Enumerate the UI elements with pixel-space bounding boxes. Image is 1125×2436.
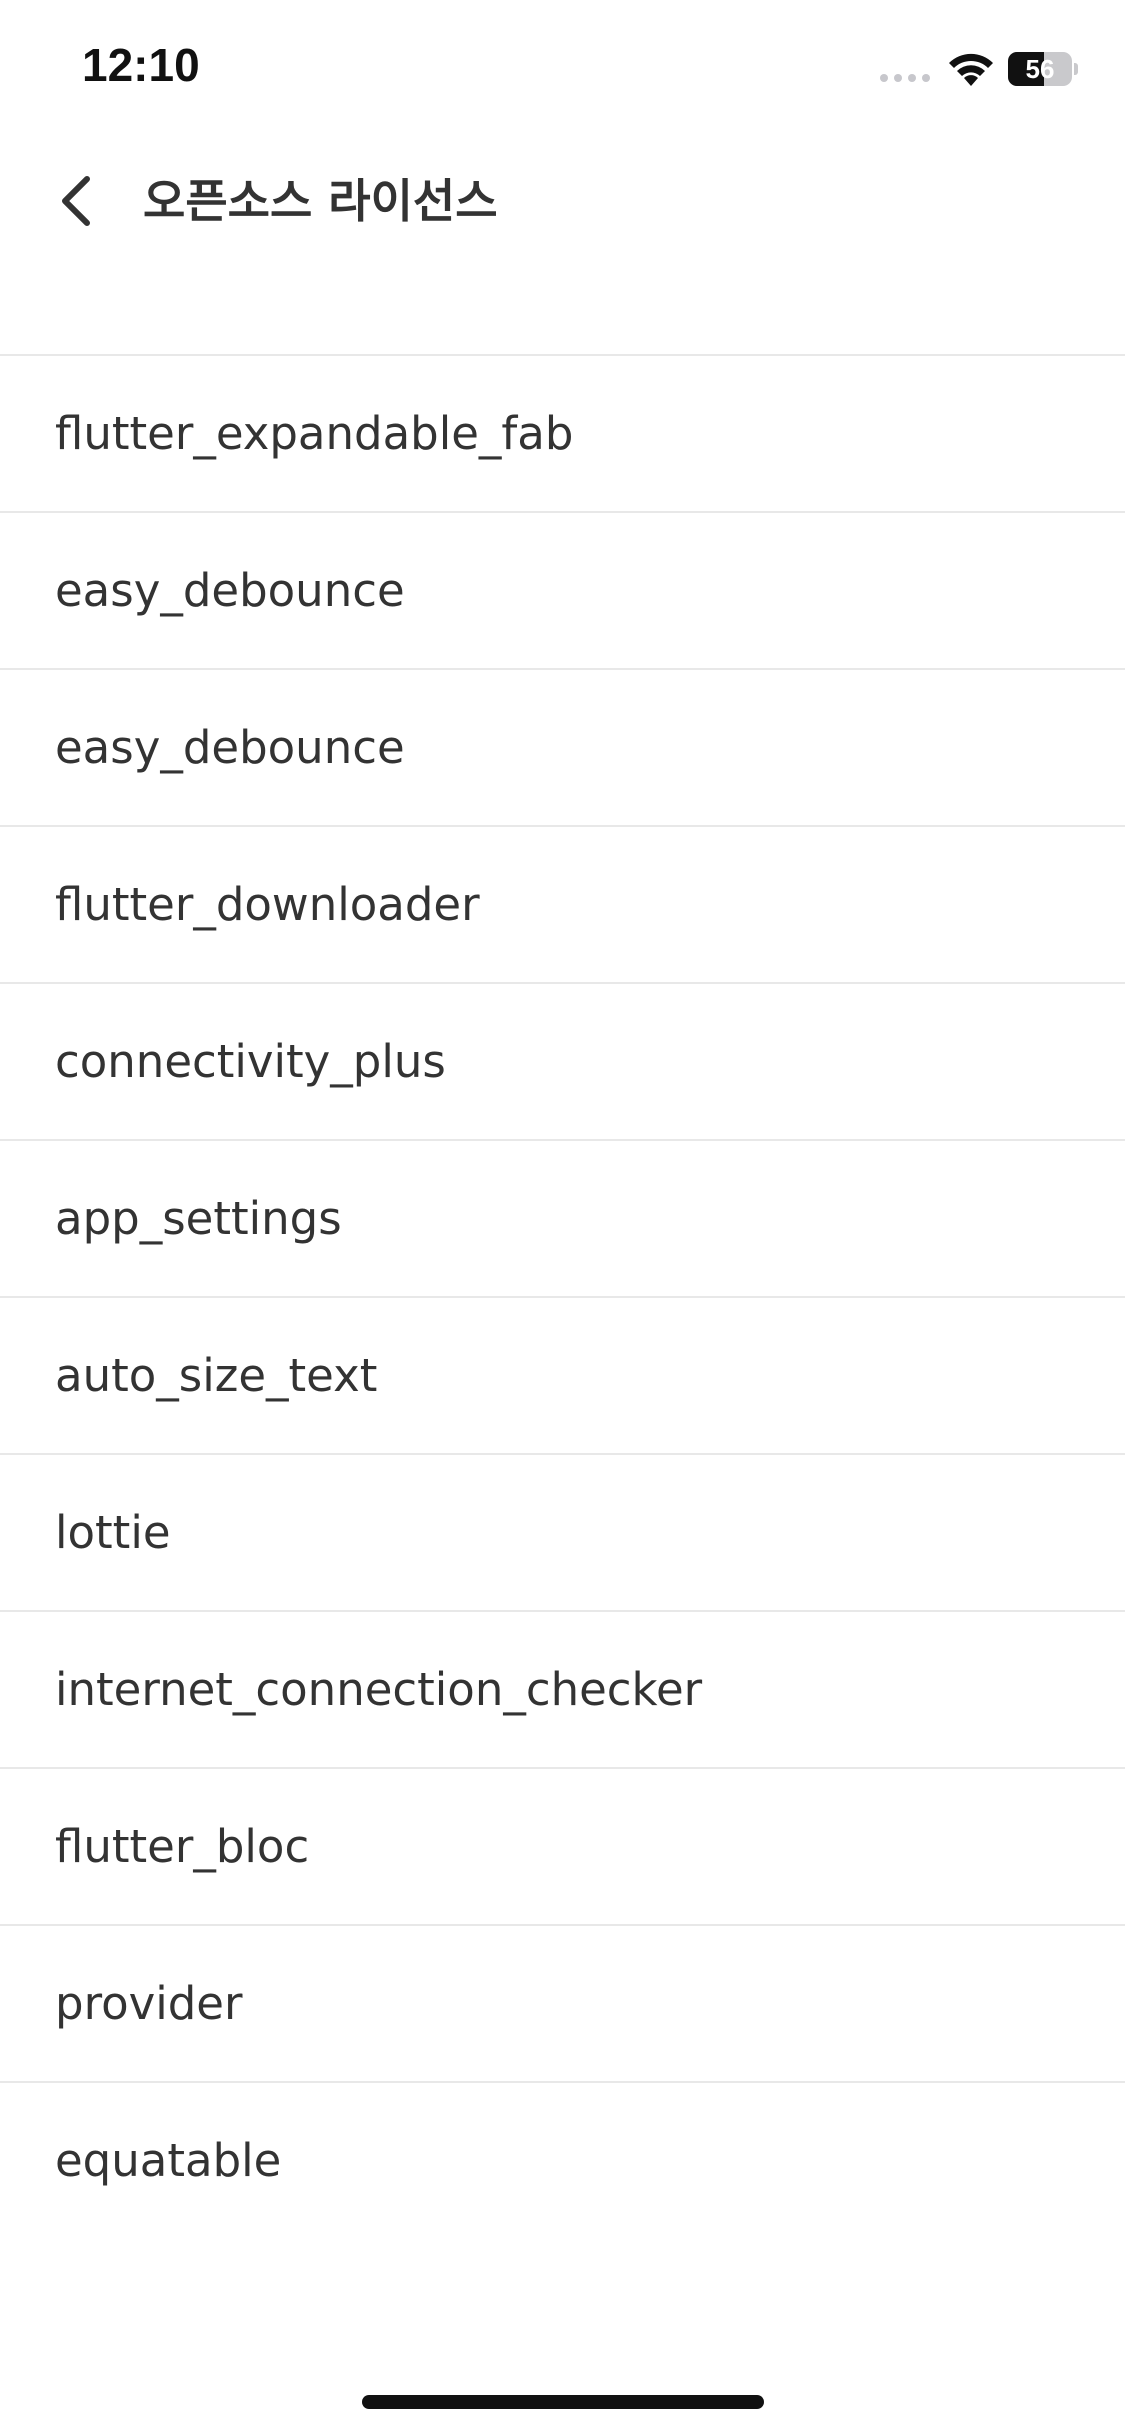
license-name: flutter_bloc	[55, 1820, 310, 1873]
list-item[interactable]: provider	[0, 1926, 1125, 2083]
battery-icon: 56	[1008, 52, 1078, 86]
license-name: connectivity_plus	[55, 1035, 446, 1088]
license-name: easy_debounce	[55, 564, 405, 617]
home-indicator[interactable]	[362, 2395, 764, 2409]
list-item[interactable]: flutter_expandable_fab	[0, 356, 1125, 513]
list-item[interactable]: equatable	[0, 2083, 1125, 2238]
list-item[interactable]: flutter_bloc	[0, 1769, 1125, 1926]
app-bar: 오픈소스 라이선스	[0, 140, 1125, 262]
list-item[interactable]: app_settings	[0, 1141, 1125, 1298]
license-list: popover flutter_expandable_fab easy_debo…	[0, 200, 1125, 2238]
back-button[interactable]	[44, 168, 110, 234]
license-name: flutter_downloader	[55, 878, 480, 931]
battery-level: 56	[1025, 54, 1055, 84]
chevron-left-icon	[62, 176, 90, 226]
page-title: 오픈소스 라이선스	[143, 174, 498, 228]
license-name: auto_size_text	[55, 1349, 378, 1402]
status-bar: 12:10 56	[0, 0, 1125, 140]
license-name: flutter_expandable_fab	[55, 407, 574, 460]
list-item[interactable]: easy_debounce	[0, 670, 1125, 827]
license-name: lottie	[55, 1506, 171, 1559]
status-time: 12:10	[82, 39, 200, 91]
license-name: app_settings	[55, 1192, 342, 1245]
wifi-icon	[949, 53, 993, 86]
list-item[interactable]: flutter_downloader	[0, 827, 1125, 984]
license-name: equatable	[55, 2134, 282, 2187]
license-name: provider	[55, 1977, 243, 2030]
list-item[interactable]: easy_debounce	[0, 513, 1125, 670]
list-item[interactable]: auto_size_text	[0, 1298, 1125, 1455]
list-item[interactable]: connectivity_plus	[0, 984, 1125, 1141]
list-item[interactable]: lottie	[0, 1455, 1125, 1612]
license-name: easy_debounce	[55, 721, 405, 774]
signal-icon	[880, 74, 930, 82]
license-name: internet_connection_checker	[55, 1663, 703, 1716]
list-item[interactable]: internet_connection_checker	[0, 1612, 1125, 1769]
